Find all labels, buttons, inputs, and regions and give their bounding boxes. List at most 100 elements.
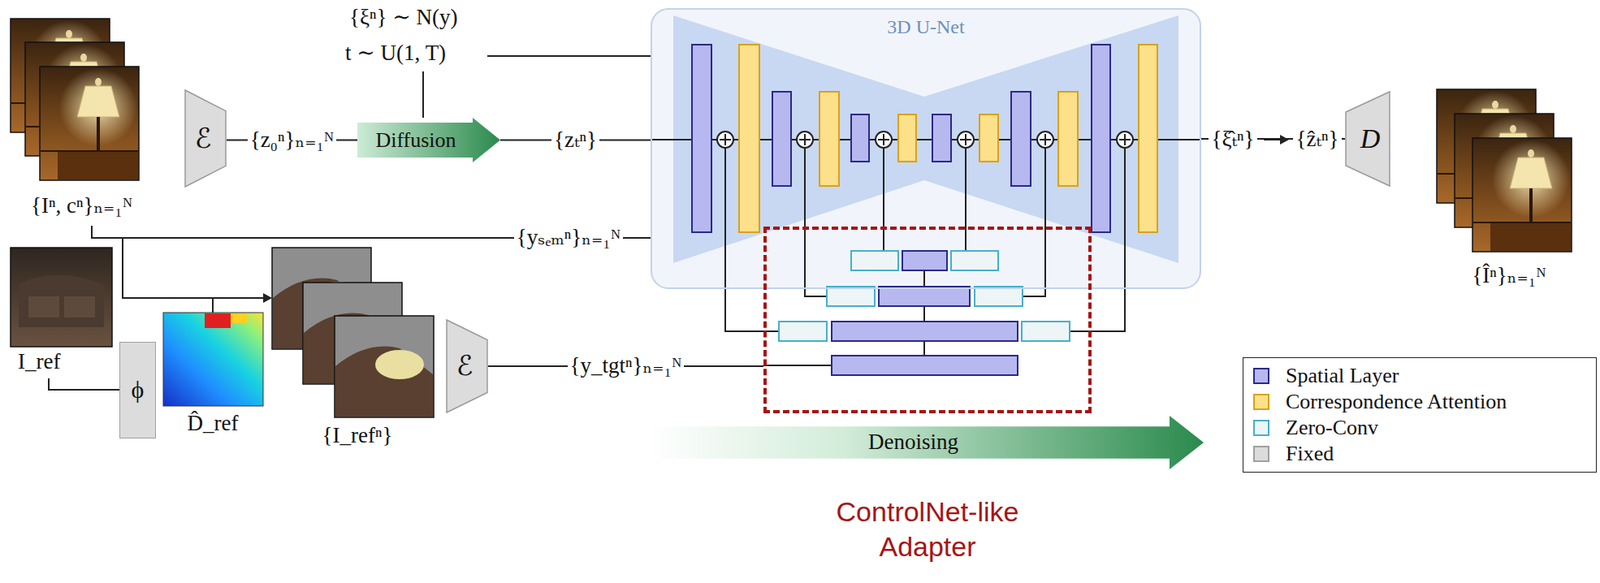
unet-frame <box>650 8 1202 290</box>
depth-map <box>230 313 247 324</box>
node-label: ℰ <box>194 122 212 155</box>
wire <box>763 364 832 367</box>
legend-row: Zero-Conv <box>1253 415 1587 442</box>
node-label: Diffusion <box>375 128 456 153</box>
spatial-layer <box>1011 91 1031 186</box>
node-label: ℰ <box>456 350 474 382</box>
legend-text: Correspondence Attention <box>1285 389 1507 415</box>
spatial-layer <box>902 250 948 271</box>
legend-row: Correspondence Attention <box>1253 389 1587 416</box>
sum-node <box>724 134 727 146</box>
node-label: D <box>1360 122 1381 155</box>
correspondence-attention <box>819 91 839 186</box>
spatial-layer <box>831 355 1018 376</box>
legend-text: Zero-Conv <box>1285 415 1379 441</box>
annotation-label: {I_refⁿ} <box>322 423 394 449</box>
trapezoid-shape <box>1345 91 1390 186</box>
node-label: Denoising <box>868 429 959 455</box>
zero-conv <box>778 321 827 342</box>
warped-references <box>334 315 434 418</box>
spatial-layer <box>878 286 970 307</box>
input-frames <box>10 18 139 181</box>
depth-map <box>204 313 231 329</box>
sum-node <box>1037 131 1054 148</box>
reference-image <box>10 247 113 347</box>
annotation-label: {Iⁿ, cⁿ}ₙ₌₁ᴺ <box>30 193 133 219</box>
spatial-layer <box>691 44 712 233</box>
reference-image <box>10 247 113 347</box>
sum-node <box>1116 131 1133 148</box>
annotation-label: {Îⁿ}ₙ₌₁ᴺ <box>1471 263 1546 289</box>
legend-text: Fixed <box>1285 441 1334 467</box>
annotation-label: {ξ̂ₜⁿ} <box>1208 126 1257 152</box>
encoder-trapezoid: ℰ <box>445 319 489 414</box>
sum-node <box>804 134 806 146</box>
sum-node <box>875 131 892 148</box>
edge-label: {z₀ⁿ}ₙ₌₁ᴺ <box>247 127 338 153</box>
sum-node <box>957 131 974 148</box>
spatial-layer <box>691 44 1111 376</box>
arrow-shape <box>650 415 1204 470</box>
unet-frame <box>650 8 1202 290</box>
unet-container: 3D U-Net <box>650 8 1202 290</box>
annotation-label: {ẑₜⁿ} <box>1292 126 1341 152</box>
correspondence-attention <box>898 114 917 162</box>
sum-node <box>717 131 1133 148</box>
correspondence-attention <box>739 44 760 233</box>
annotation-label: {ξⁿ} ∼ N(y) <box>349 4 459 31</box>
trapezoid-shape <box>446 320 488 413</box>
depth-estimator-box: ϕ <box>119 341 156 439</box>
wire <box>964 147 967 251</box>
zero-conv <box>974 286 1023 307</box>
wire <box>422 71 424 118</box>
legend-row: Spatial Layer <box>1253 363 1587 390</box>
node-label: ϕ <box>131 376 145 405</box>
legend-swatch <box>1253 419 1270 437</box>
trapezoid-shape <box>185 90 226 187</box>
edge-label: {y_tgtⁿ}ₙ₌₁ᴺ <box>567 353 685 379</box>
adapter-box: ControlNet-like Adapter <box>763 226 1092 414</box>
zero-conv <box>778 250 1070 342</box>
zero-conv <box>826 286 875 307</box>
arrowhead <box>263 293 273 303</box>
node-label: ControlNet-like Adapter <box>809 494 1046 564</box>
spatial-layer <box>851 114 870 162</box>
correspondence-attention <box>1138 44 1158 233</box>
spatial-layer <box>1091 44 1111 233</box>
legend-box: Spatial LayerCorrespondence AttentionZer… <box>1242 357 1597 473</box>
wire <box>882 147 885 251</box>
annotation-label: D̂_ref <box>187 410 239 437</box>
zero-conv <box>1021 321 1070 342</box>
legend-swatch <box>1253 367 1270 385</box>
wire <box>487 55 651 57</box>
node-label: 3D U-Net <box>652 16 1200 39</box>
zero-conv <box>951 250 999 271</box>
decoder-trapezoid: D <box>1344 90 1391 187</box>
legend-swatch <box>1253 445 1270 463</box>
sum-node <box>717 131 734 148</box>
output-frames <box>1436 89 1572 252</box>
sum-node <box>882 134 885 146</box>
spatial-layer <box>772 91 792 186</box>
denoising-arrow: Denoising <box>650 415 1204 470</box>
zero-conv <box>851 250 899 271</box>
annotation-label: {yₛₑₘⁿ}ₙ₌₁ᴺ <box>514 224 623 251</box>
depth-map <box>163 312 264 407</box>
spatial-layer <box>831 321 1018 342</box>
annotation-label: t ∼ U(1, T) <box>345 40 446 66</box>
correspondence-attention <box>1058 91 1078 186</box>
wire <box>211 298 214 313</box>
wire <box>122 237 265 299</box>
sum-node <box>796 131 813 148</box>
depth-map <box>163 312 264 407</box>
spatial-layer <box>932 114 952 162</box>
input-frames <box>39 66 139 181</box>
warped-references <box>272 247 434 418</box>
legend-swatch <box>1253 393 1270 411</box>
diffusion-arrow: Diffusion <box>357 117 501 163</box>
legend-row: Fixed <box>1253 441 1587 468</box>
sum-node <box>1044 134 1047 146</box>
